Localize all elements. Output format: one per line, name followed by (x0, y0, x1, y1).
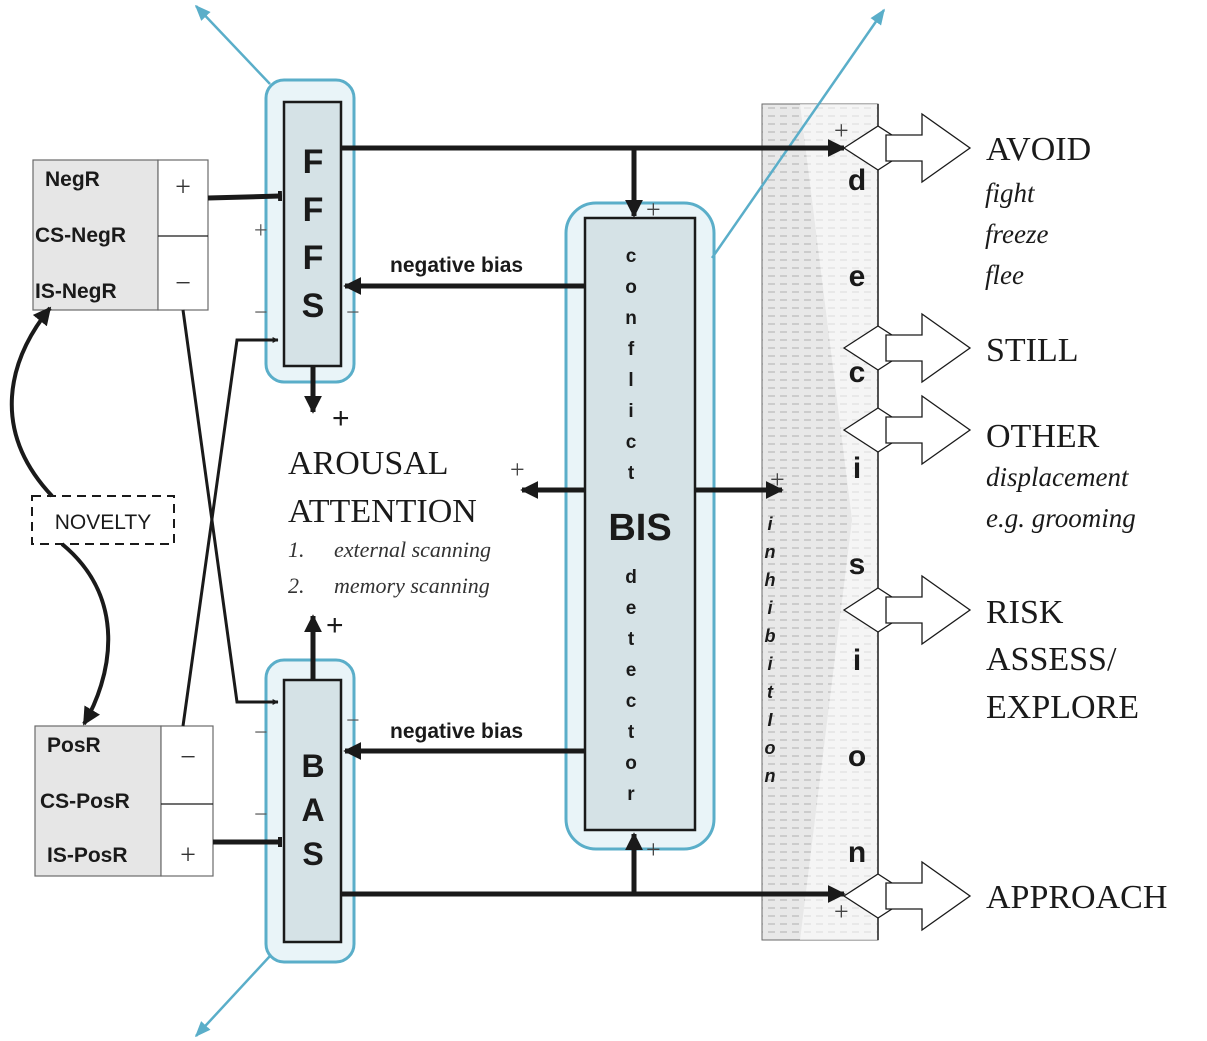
explore-label: EXPLORE (986, 689, 1139, 726)
inhibition-letter: n (765, 542, 776, 562)
bis-conflict-letter: n (625, 308, 637, 329)
still-label: STILL (986, 332, 1079, 369)
sign: + (770, 465, 785, 494)
sign: + (326, 609, 344, 642)
decision-letter: d (848, 164, 866, 197)
avoid-sub-fight: fight (985, 178, 1036, 208)
decision-letter: i (853, 452, 861, 485)
inhibition-band (762, 104, 878, 940)
bis-detector-letter: t (628, 722, 635, 743)
inhibition-letter: n (765, 766, 776, 786)
decision-letter: c (849, 356, 866, 389)
bis-conflict-letter: l (628, 370, 633, 391)
decision-letter: e (849, 260, 866, 293)
bis-conflict-letter: f (628, 339, 635, 360)
sign: + (510, 455, 525, 484)
novelty-label: NOVELTY (55, 511, 151, 534)
attention-label: ATTENTION (288, 493, 477, 530)
sign: + (254, 218, 268, 244)
posr-label: PosR (47, 734, 101, 757)
ffs-box (284, 102, 341, 366)
other-sub-displacement: displacement (986, 462, 1130, 492)
is-negr-label: IS-NegR (35, 280, 117, 303)
other-sub-grooming: e.g. grooming (986, 503, 1136, 533)
sign: − (254, 802, 268, 828)
bis-conflict-letter: o (625, 277, 637, 298)
bis-detector-letter: d (625, 567, 637, 588)
bis-label: BIS (608, 507, 671, 549)
ffs-letter: S (302, 287, 325, 325)
bis-conflict-letter: t (628, 463, 635, 484)
decision-letter: o (848, 740, 866, 773)
posr-minus-sign: − (180, 742, 196, 773)
negative-bias-bottom-label: negative bias (390, 720, 523, 743)
avoid-sub-freeze: freeze (985, 219, 1048, 249)
decision-letter: n (848, 836, 866, 869)
sign: + (646, 195, 661, 224)
bis-conflict-letter: i (628, 401, 633, 422)
sign: + (834, 116, 849, 145)
sign: + (332, 402, 350, 435)
inhibition-letter: o (765, 738, 776, 758)
sign: − (254, 720, 268, 746)
negr-label: NegR (45, 168, 100, 191)
negative-bias-top-label: negative bias (390, 254, 523, 277)
negr-box: NegR CS-NegR IS-NegR + − (33, 160, 208, 310)
output-labels: AVOID fight freeze flee STILL OTHER disp… (985, 131, 1167, 916)
arousal-attention-block: AROUSAL ATTENTION 1. external scanning 2… (288, 445, 491, 598)
item2-number: 2. (288, 573, 305, 598)
approach-label: APPROACH (986, 879, 1167, 916)
ffs-letter: F (303, 143, 324, 181)
inhibition-letter: b (765, 626, 776, 646)
assess-label: ASSESS/ (986, 641, 1117, 678)
ffs-letter: F (303, 239, 324, 277)
item1-number: 1. (288, 537, 305, 562)
posr-plus-sign: + (180, 840, 196, 871)
bis-detector-letter: t (628, 629, 635, 650)
novelty-box: NOVELTY (32, 496, 174, 544)
bas-out-arrow (196, 956, 270, 1036)
decision-letter: s (849, 548, 866, 581)
is-posr-label: IS-PosR (47, 844, 128, 867)
decision-letter: i (853, 644, 861, 677)
avoid-sub-flee: flee (985, 260, 1024, 290)
avoid-label: AVOID (986, 131, 1091, 168)
bas-letter: A (301, 792, 324, 828)
bis-conflict-letter: c (626, 432, 637, 453)
bis-detector-letter: e (626, 598, 637, 619)
bas-letter: B (301, 748, 324, 784)
bis-detector-letter: o (625, 753, 637, 774)
sign: + (646, 835, 661, 864)
bas-letter: S (302, 836, 323, 872)
bis-detector-letter: r (627, 784, 635, 805)
bis-detector-letter: c (626, 691, 637, 712)
sign: − (346, 708, 360, 734)
negr-plus-sign: + (175, 172, 191, 203)
cs-posr-label: CS-PosR (40, 790, 130, 813)
cs-negr-label: CS-NegR (35, 224, 126, 247)
posr-box: PosR CS-PosR IS-PosR − + (35, 726, 213, 876)
novelty-to-negr-arrow (12, 308, 52, 496)
sign: − (254, 300, 268, 326)
negr-minus-sign: − (175, 268, 191, 299)
item2-text: memory scanning (334, 573, 490, 598)
sign: + (834, 897, 849, 926)
ffs-out-arrow (196, 6, 270, 84)
inhibition-letter: h (765, 570, 776, 590)
inhibition-letter: t (767, 682, 774, 702)
bis-conflict-letter: c (626, 246, 637, 267)
item1-text: external scanning (334, 537, 491, 562)
risk-label: RISK (986, 594, 1064, 631)
other-label: OTHER (986, 418, 1100, 455)
arousal-label: AROUSAL (288, 445, 449, 482)
ffs-letter: F (303, 191, 324, 229)
novelty-to-posr-arrow (62, 544, 108, 724)
sign: − (346, 300, 360, 326)
bis-detector-letter: e (626, 660, 637, 681)
